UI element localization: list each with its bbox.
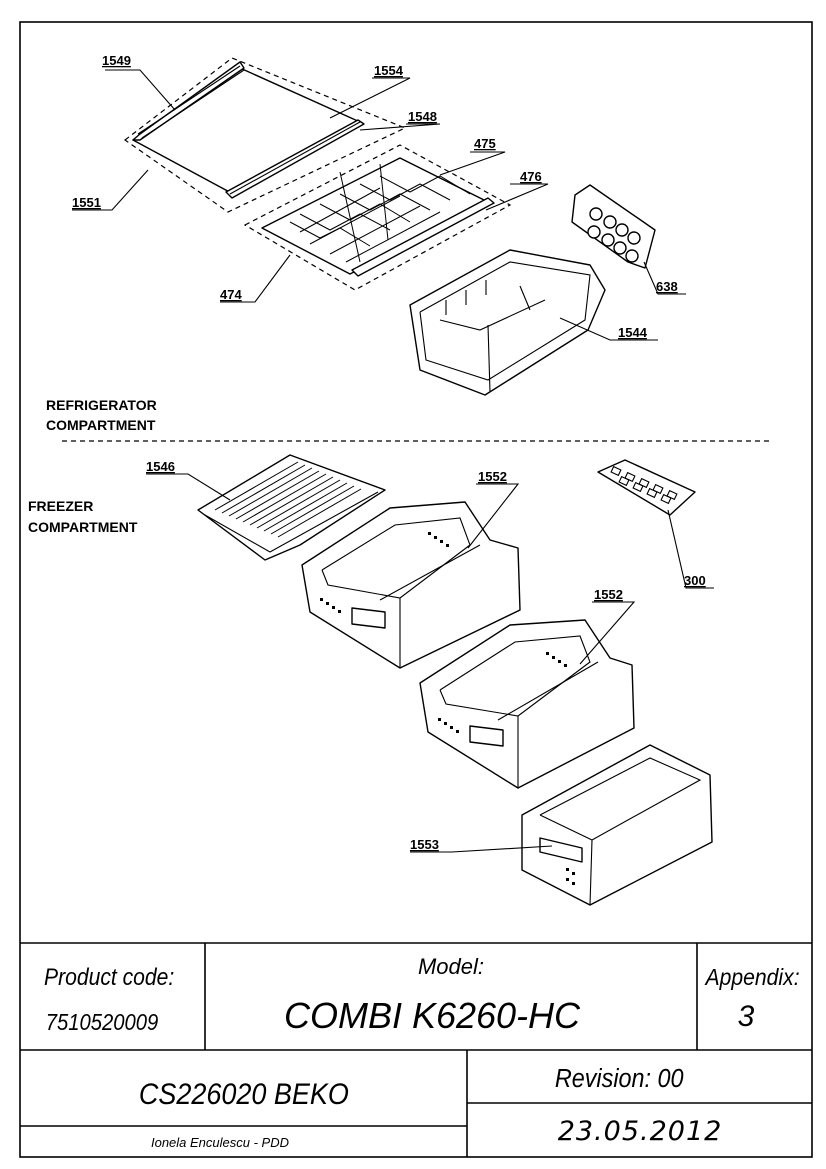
callout-475: 475	[474, 136, 496, 151]
ice-tray	[597, 459, 714, 589]
product-code-value: 7510520009	[46, 1009, 159, 1036]
freezer-flap	[146, 454, 386, 561]
egg-tray	[571, 184, 686, 295]
callout-1553: 1553	[410, 837, 439, 852]
revision-date: 23.05.2012	[558, 1116, 723, 1147]
freezer-label-line1: FREEZER	[28, 498, 93, 514]
glass-shelf-assembly-1	[72, 57, 441, 213]
callout-1551: 1551	[72, 195, 101, 210]
callout-1552-lower: 1552	[594, 587, 623, 602]
refrigerator-label-line1: REFRIGERATOR	[46, 397, 157, 413]
callout-1554: 1554	[374, 63, 404, 78]
glass-shelf-assembly-2	[220, 144, 549, 303]
sheet-border	[19, 21, 813, 1158]
callout-1548: 1548	[408, 109, 437, 124]
freezer-drawer-bottom	[410, 744, 713, 906]
freezer-drawer-upper	[301, 483, 521, 669]
freezer-label-line2: COMPARTMENT	[28, 519, 138, 535]
callout-1544: 1544	[618, 325, 648, 340]
model-value: COMBI K6260-HC	[284, 995, 581, 1036]
author-name: Ionela Enculescu - PDD	[151, 1135, 289, 1150]
model-label: Model:	[418, 954, 484, 979]
callout-300: 300	[684, 573, 706, 588]
callout-1552-upper: 1552	[478, 469, 507, 484]
document-number: CS226020 BEKO	[139, 1078, 349, 1112]
crisper-drawer	[409, 249, 658, 396]
revision-label: Revision: 00	[555, 1065, 684, 1093]
callout-474: 474	[220, 287, 242, 302]
callout-638: 638	[656, 279, 678, 294]
callout-1546: 1546	[146, 459, 175, 474]
callout-476: 476	[520, 169, 542, 184]
product-code-label: Product code:	[44, 964, 174, 991]
title-block	[20, 942, 812, 1157]
refrigerator-label-line2: COMPARTMENT	[46, 417, 156, 433]
appendix-label: Appendix:	[704, 964, 800, 990]
callout-1549: 1549	[102, 53, 131, 68]
appendix-value: 3	[738, 1000, 755, 1033]
freezer-drawer-lower	[419, 601, 636, 789]
